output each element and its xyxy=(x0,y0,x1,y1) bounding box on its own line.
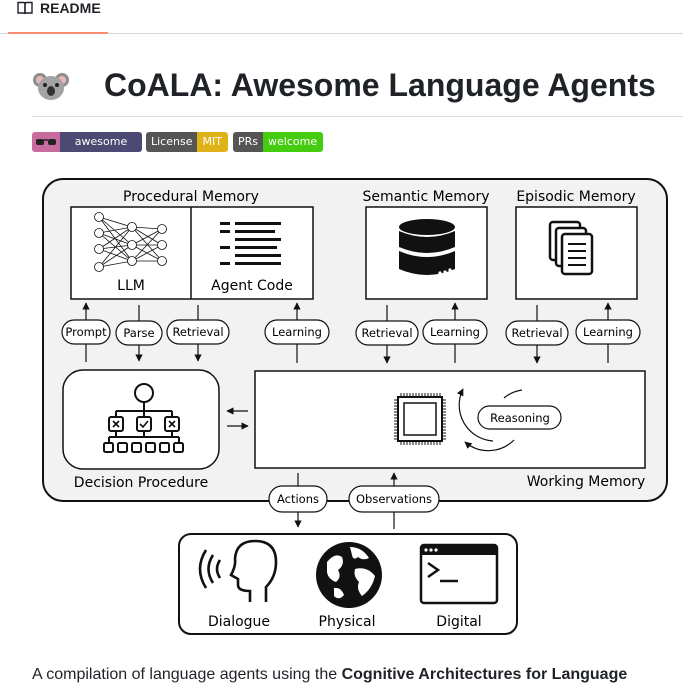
tab-label: README xyxy=(40,0,101,16)
procedural-memory-label: Procedural Memory xyxy=(123,189,259,205)
svg-text:Learning: Learning xyxy=(583,325,633,339)
svg-text:Retrieval: Retrieval xyxy=(361,326,412,340)
license-badge-key: License xyxy=(146,132,198,152)
svg-text:Prompt: Prompt xyxy=(65,325,107,339)
pill-actions: Actions xyxy=(268,485,328,513)
tab-readme[interactable]: README xyxy=(8,0,108,34)
neural-network-icon xyxy=(94,212,167,272)
documents-icon xyxy=(548,220,594,276)
pill-retrieval-semantic: Retrieval xyxy=(355,320,419,346)
decision-tree-icon xyxy=(103,383,184,453)
physical-label: Physical xyxy=(319,614,376,630)
title-divider xyxy=(32,116,683,117)
pill-prompt: Prompt xyxy=(61,319,111,345)
koala-icon xyxy=(33,73,69,100)
database-icon xyxy=(399,219,455,275)
svg-text:Observations: Observations xyxy=(356,492,432,506)
chip-icon xyxy=(394,393,446,445)
agent-code-label: Agent Code xyxy=(211,278,293,294)
working-memory-box xyxy=(254,370,646,469)
awesome-badge[interactable]: awesome xyxy=(32,132,142,152)
code-lines-icon xyxy=(220,222,281,265)
pill-parse: Parse xyxy=(115,320,163,346)
tab-bar: README xyxy=(0,0,683,34)
pill-learning-procedural: Learning xyxy=(264,319,330,345)
pill-retrieval-procedural: Retrieval xyxy=(166,319,230,345)
pill-learning-episodic: Learning xyxy=(575,319,641,345)
pill-observations: Observations xyxy=(348,485,440,513)
license-badge-value: MIT xyxy=(197,132,228,152)
svg-text:Reasoning: Reasoning xyxy=(490,411,550,425)
pill-learning-semantic: Learning xyxy=(422,319,488,345)
prs-badge-value: welcome xyxy=(263,132,323,152)
speaking-head-icon xyxy=(198,539,278,602)
pill-reasoning: Reasoning xyxy=(477,405,562,430)
svg-text:Parse: Parse xyxy=(123,326,154,340)
svg-text:Learning: Learning xyxy=(430,325,480,339)
semantic-memory-label: Semantic Memory xyxy=(362,189,489,205)
svg-text:Retrieval: Retrieval xyxy=(511,326,562,340)
prs-badge[interactable]: PRs welcome xyxy=(233,132,323,152)
episodic-memory-label: Episodic Memory xyxy=(516,189,635,205)
prs-badge-key: PRs xyxy=(233,132,264,152)
digital-label: Digital xyxy=(436,614,481,630)
coala-diagram: Procedural Memory Semantic Memory Episod… xyxy=(42,178,668,635)
dialogue-label: Dialogue xyxy=(208,614,270,630)
globe-icon xyxy=(316,542,382,608)
decision-procedure-label: Decision Procedure xyxy=(74,475,208,491)
svg-text:Learning: Learning xyxy=(272,325,322,339)
svg-text:Retrieval: Retrieval xyxy=(172,325,223,339)
working-memory-label: Working Memory xyxy=(527,474,646,490)
book-icon xyxy=(17,1,33,15)
page-title-text: CoALA: Awesome Language Agents xyxy=(104,67,656,103)
intro-prefix: A compilation of language agents using t… xyxy=(32,666,342,683)
awesome-badge-label: awesome xyxy=(60,132,142,152)
terminal-icon xyxy=(419,543,499,605)
svg-text:Actions: Actions xyxy=(277,492,319,506)
pill-retrieval-episodic: Retrieval xyxy=(505,320,569,346)
sunglasses-icon xyxy=(32,132,60,152)
decision-procedure-box xyxy=(62,369,220,470)
license-badge[interactable]: License MIT xyxy=(146,132,228,152)
llm-label: LLM xyxy=(117,278,145,294)
intro-bold: Cognitive Architectures for Language xyxy=(341,666,628,683)
intro-paragraph: A compilation of language agents using t… xyxy=(32,665,627,685)
